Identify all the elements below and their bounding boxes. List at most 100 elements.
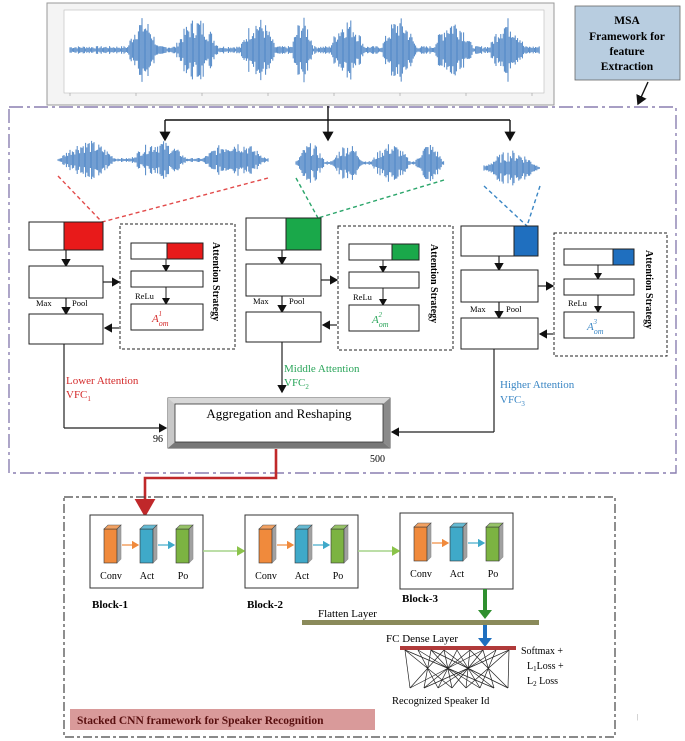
formula-2: Aom2 [371, 311, 389, 329]
block-2-label: Block-2 [247, 599, 284, 611]
main-waveform-plot [46, 2, 555, 106]
formula-box-3 [563, 311, 635, 339]
aggregation-to-cnn-arrow [134, 449, 278, 518]
lower-attention-label: Lower Attention [66, 375, 139, 387]
maxpool-max-2: Max [253, 296, 269, 306]
softmax-line-1: Softmax + [521, 646, 563, 657]
segment-waveforms [57, 140, 540, 186]
segment-waveform-3 [483, 150, 540, 186]
higher-attention-label: Higher Attention [500, 379, 575, 391]
fc-connection-line [507, 649, 510, 689]
pool-box-3 [460, 317, 539, 350]
msa-badge: MSA Framework for feature Extraction [574, 5, 681, 81]
segment-waveform-1 [57, 140, 269, 180]
fc-connection-line [443, 649, 495, 689]
fc-connection-line [482, 649, 495, 689]
cnn-block-3-conv-cube [413, 522, 432, 562]
fc-connection-line [417, 649, 481, 689]
fc-connection-line [430, 649, 467, 689]
branch-lower: Max Pool ReLu Aom1 Attention Strategy Lo… [28, 175, 269, 433]
maxpool-pool-1: Pool [72, 298, 88, 308]
cnn-block-3-po-cube [485, 522, 504, 562]
fc-connection-line [423, 649, 510, 689]
main-waveform-path [69, 17, 540, 83]
conv-box-3 [460, 269, 539, 303]
vfc3-label: VFC3 [500, 394, 525, 408]
aggregation-label: Aggregation and Reshaping [206, 406, 352, 421]
segment-link-1a [57, 175, 103, 223]
relu-label-1: ReLu [135, 291, 155, 301]
aggregation-right-num: 500 [370, 454, 385, 465]
split-arrows [159, 106, 516, 142]
cnn-block-2-conv-label: Conv [255, 571, 277, 582]
badge-title: MSA [614, 15, 640, 27]
vfc1-label: VFC1 [66, 389, 91, 403]
attention-title-1: Attention Strategy [210, 242, 221, 321]
aggregation-box: Aggregation and Reshaping 96 500 [153, 397, 391, 465]
badge-line-3: feature [610, 46, 645, 58]
maxpool-pool-3: Pool [506, 304, 522, 314]
formula-box-1 [130, 303, 204, 331]
msa-framework-border [8, 106, 677, 474]
attention-strategy-box-1 [119, 223, 236, 350]
flatten-layer-bar [302, 620, 539, 625]
softmax-line-2: L1Loss + [527, 661, 564, 673]
flatten-layer-label: Flatten Layer [318, 608, 377, 620]
conv-box-2 [245, 263, 322, 297]
cnn-block-1-act-cube [139, 524, 158, 564]
block-3-label: Block-3 [402, 593, 439, 605]
fc-connection-line [423, 649, 432, 689]
badge-pointer-arrow [636, 81, 649, 106]
fc-connection-line [417, 649, 439, 689]
cnn-block-2-po-cube [330, 524, 349, 564]
cnn-caption-bg [70, 709, 375, 730]
main-waveform [69, 17, 540, 96]
fc-dense-label: FC Dense Layer [386, 633, 458, 645]
cnn-block-3-act-cube [449, 522, 468, 562]
fc-connection-line [409, 649, 484, 689]
cnn-block-1-po-cube [175, 524, 194, 564]
branch-middle: Max Pool ReLu Aom2 Attention Strategy Mi… [245, 177, 454, 394]
segment-waveform-2 [295, 143, 445, 183]
fc-connection-line [469, 649, 509, 689]
cnn-block-1-po-label: Po [178, 571, 189, 582]
aggregation-left-num: 96 [153, 434, 163, 445]
attention-title-3: Attention Strategy [643, 250, 654, 329]
fc-connection-line [443, 649, 453, 689]
badge-line-2: Framework for [589, 31, 665, 43]
maxpool-pool-2: Pool [289, 296, 305, 306]
cnn-block-3-act-label: Act [450, 569, 465, 580]
maxpool-max-1: Max [36, 298, 52, 308]
fc-connection-line [409, 649, 445, 689]
input-box-1-color [63, 221, 104, 251]
cnn-block-1-conv-cube [103, 524, 122, 564]
fc-connection-line [465, 649, 510, 689]
cnn-block-1-act-label: Act [140, 571, 155, 582]
cnn-block-2-po-label: Po [333, 571, 344, 582]
cnn-block-1-conv-label: Conv [100, 571, 122, 582]
block-1-label: Block-1 [92, 599, 128, 611]
formula-3: Aom3 [586, 318, 604, 336]
conv-box-1 [28, 265, 104, 299]
fc-connection-line [404, 649, 453, 689]
cnn-caption: Stacked CNN framework for Speaker Recogn… [77, 715, 324, 727]
fc-connection-line [465, 649, 471, 689]
relu-label-2: ReLu [353, 292, 373, 302]
cnn-block-3-conv-label: Conv [410, 569, 432, 580]
fc-connection-line [456, 649, 481, 689]
pool-box-1 [28, 313, 104, 345]
pool-box-2 [245, 311, 322, 343]
branch-higher: Max Pool ReLu Aom3 Attention Strategy Hi… [390, 185, 668, 437]
middle-attention-label: Middle Attention [284, 363, 360, 375]
fc-connection-line [404, 649, 411, 689]
attention-strategy-box-2 [337, 225, 454, 351]
fc-dense-bar [400, 646, 516, 650]
maxpool-max-3: Max [470, 304, 486, 314]
recognized-speaker-label: Recognized Speaker Id [392, 696, 490, 707]
formula-box-2 [348, 304, 420, 332]
attention-strategy-box-3 [553, 232, 668, 357]
stray-mark: | [637, 713, 638, 721]
formula-1: Aom1 [151, 310, 169, 328]
